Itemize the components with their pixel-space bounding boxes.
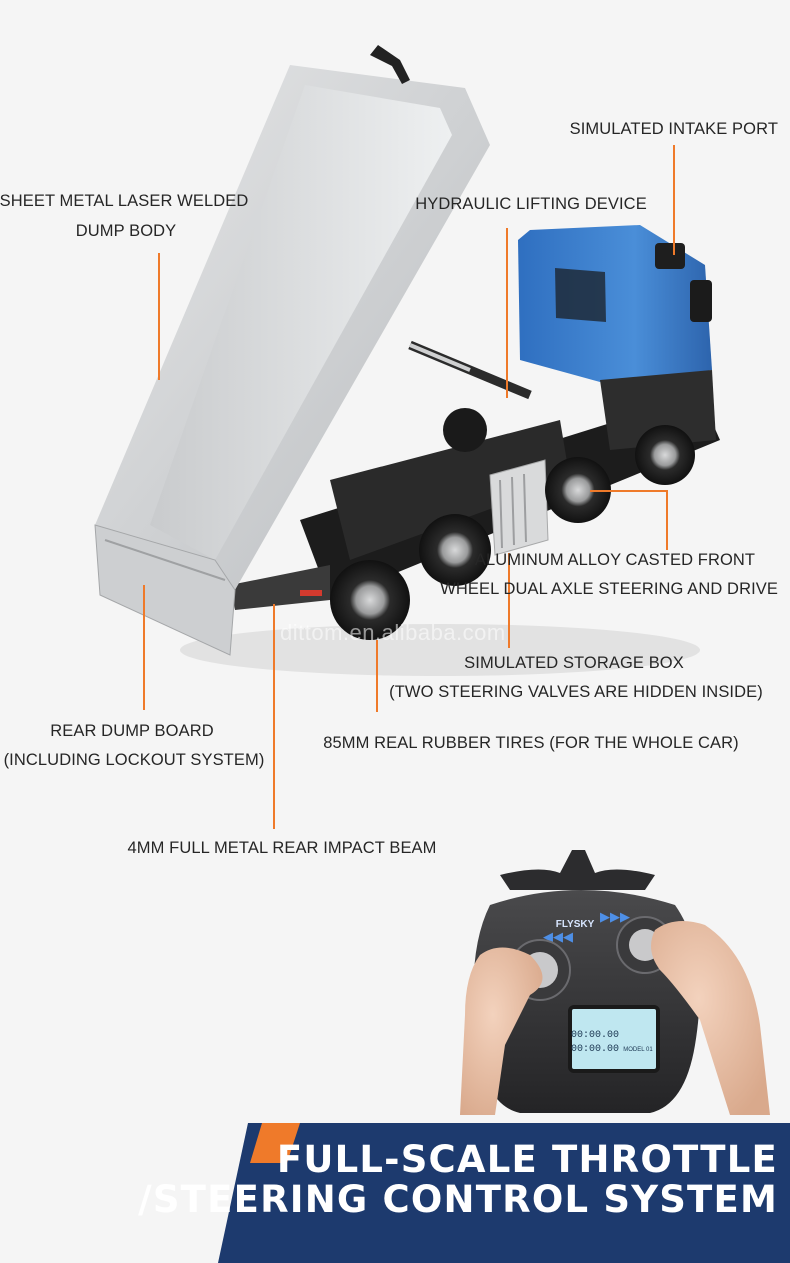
remote-brand: FLYSKY: [556, 919, 595, 930]
label-dump-body-line2: DUMP BODY: [75, 222, 177, 240]
left-hand: [460, 947, 543, 1115]
leader-hydraulic: [506, 228, 508, 398]
leader-front-axle: [666, 490, 668, 550]
leader-rear-board: [143, 585, 145, 710]
screen-line2: 00:00.00: [571, 1044, 619, 1055]
leader-dump-body: [158, 253, 160, 380]
rear-wheels: [330, 514, 491, 640]
label-rear-board-line1: REAR DUMP BOARD: [50, 722, 214, 740]
banner-title-line1: FULL-SCALE THROTTLE: [276, 1138, 778, 1181]
label-storage-line1: SIMULATED STORAGE BOX: [464, 654, 684, 672]
label-intake: SIMULATED INTAKE PORT: [569, 120, 778, 138]
front-wheels: [545, 425, 695, 523]
screen-line1: 00:00.00: [571, 1030, 619, 1041]
chassis-side: [330, 420, 570, 560]
label-front-axle-line2: WHEEL DUAL AXLE STEERING AND DRIVE: [440, 580, 778, 598]
remote-screen: [568, 1005, 660, 1073]
leader-front-axle-h: [590, 490, 668, 492]
storage-box: [489, 459, 549, 556]
remote-controller-illustration: FLYSKY ◀◀◀ ▶▶▶ 00:00.00 00:00.00 MODEL 0…: [460, 850, 770, 1115]
label-hydraulic: HYDRAULIC LIFTING DEVICE: [415, 195, 647, 213]
rear-impact-beam: [230, 565, 330, 610]
banner-background: [218, 1123, 790, 1263]
screen-tag: MODEL 01: [623, 1047, 653, 1053]
banner-title-line2: /STEERING CONTROL SYSTEM: [138, 1178, 778, 1221]
right-hand: [651, 921, 770, 1115]
svg-text:◀◀◀: ◀◀◀: [543, 929, 573, 944]
label-dump-body-line1: SHEET METAL LASER WELDED: [0, 192, 249, 210]
watermark: dittom.en.alibaba.com: [280, 620, 506, 645]
dump-body-inner: [150, 85, 452, 560]
banner-navy: [218, 1123, 790, 1263]
svg-text:▶▶▶: ▶▶▶: [600, 909, 630, 924]
label-front-axle-line1: ALUMINUM ALLOY CASTED FRONT: [474, 551, 756, 569]
label-storage-line2: (TWO STEERING VALVES ARE HIDDEN INSIDE): [389, 683, 763, 701]
label-rear-board-line2: (INCLUDING LOCKOUT SYSTEM): [3, 751, 265, 769]
ground-shadow: [180, 624, 700, 676]
dump-truck-illustration: [94, 45, 720, 676]
label-tires: 85MM REAL RUBBER TIRES (FOR THE WHOLE CA…: [323, 734, 739, 752]
leader-tires: [376, 640, 378, 712]
leader-intake: [673, 145, 675, 255]
leader-impact-beam: [273, 604, 275, 829]
label-impact-beam: 4MM FULL METAL REAR IMPACT BEAM: [127, 839, 437, 857]
leader-storage: [508, 553, 510, 648]
